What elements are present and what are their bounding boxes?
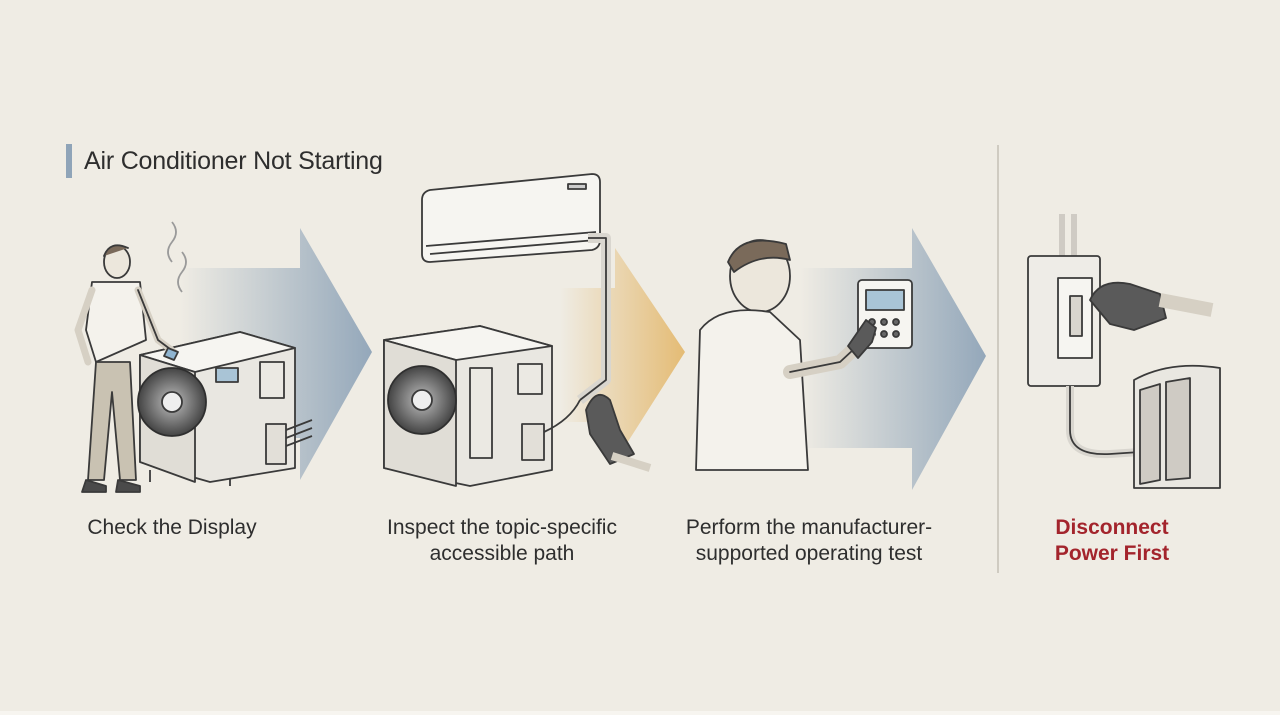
section-divider xyxy=(997,145,999,573)
outdoor-ac-unit-icon xyxy=(137,221,313,486)
warning-label: Disconnect Power First xyxy=(1054,516,1170,565)
step-label-inspect-path: Inspect the topic-specific accessible pa… xyxy=(387,516,617,565)
power-disconnect-switch-icon xyxy=(1027,214,1221,489)
step-label-operating-test: Perform the manufacturer-supported opera… xyxy=(685,516,933,565)
flow-arrow-2 xyxy=(560,248,685,462)
technician-1 xyxy=(74,244,179,493)
bottom-edge xyxy=(0,711,1280,715)
flow-arrow-3 xyxy=(800,228,986,490)
step-label-check-display: Check the Display xyxy=(87,516,257,539)
split-ac-system-icon xyxy=(383,173,652,487)
technician-3 xyxy=(695,239,877,471)
page-title: Air Conditioner Not Starting xyxy=(66,144,383,178)
